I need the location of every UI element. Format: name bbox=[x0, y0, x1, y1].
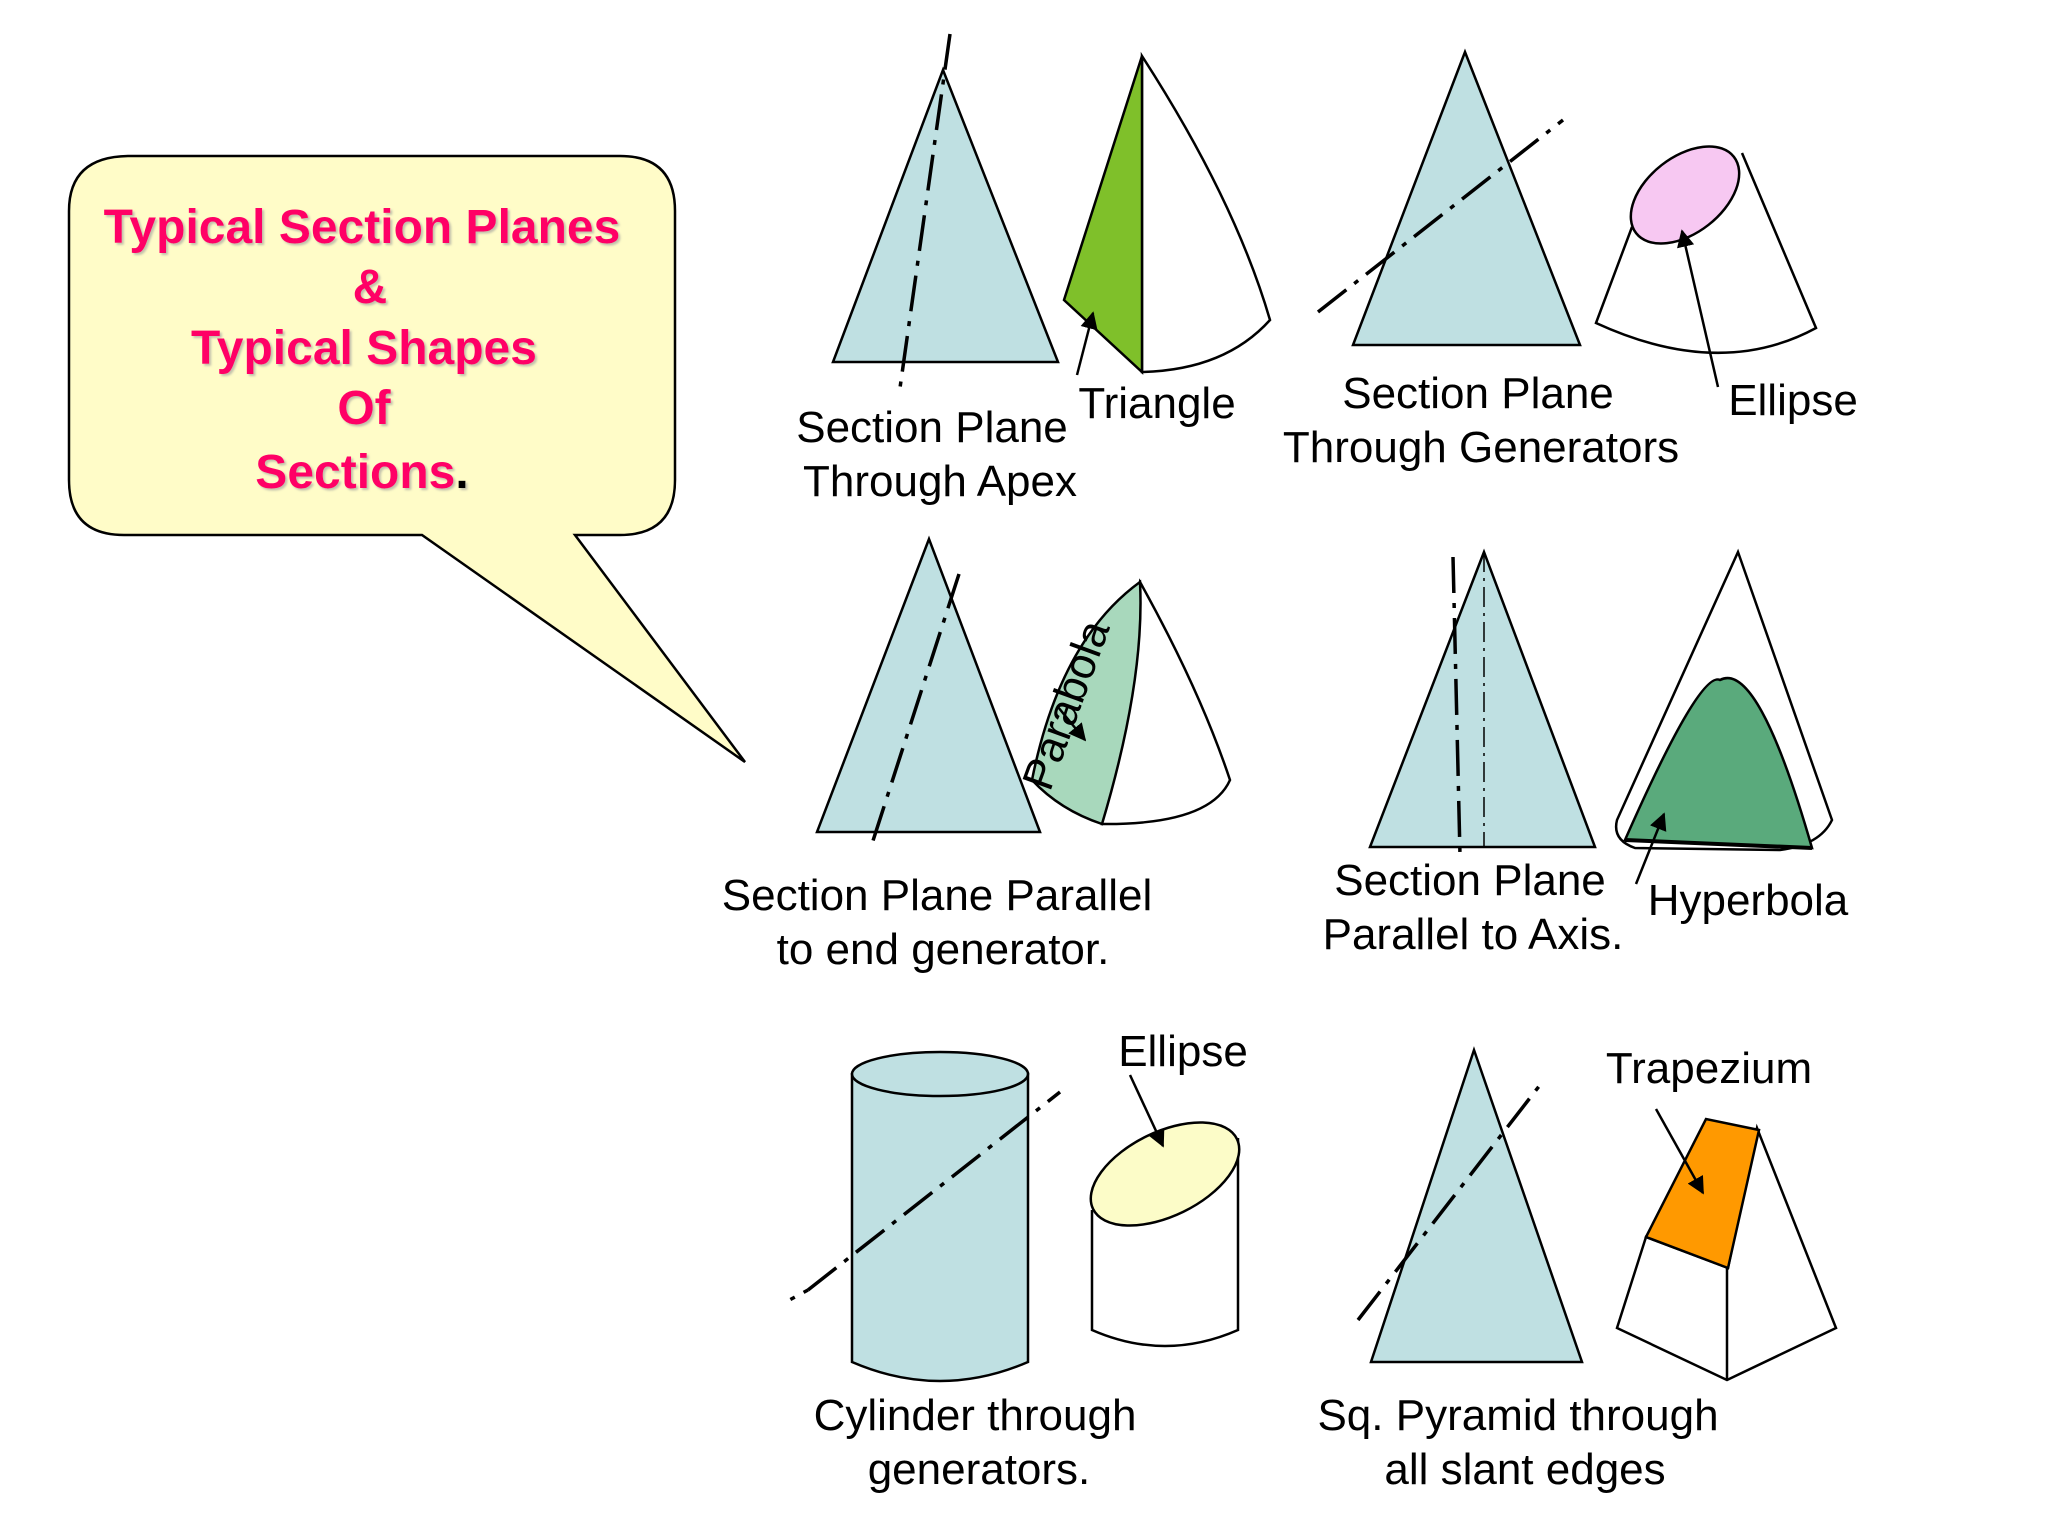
generators-caption-line-2: Through Generators bbox=[1283, 423, 1679, 472]
cylinder-ellipse-section bbox=[1089, 1121, 1241, 1227]
triangle-arrow bbox=[1075, 311, 1098, 376]
callout-title-line-5: Sections. bbox=[255, 446, 468, 499]
cylinder-elevation bbox=[850, 1072, 1030, 1383]
cylinder-caption-line-1: Cylinder through bbox=[814, 1391, 1137, 1440]
trapezium-arrow bbox=[1654, 1108, 1705, 1195]
pyramid-caption-line-1: Sq. Pyramid through bbox=[1317, 1391, 1718, 1440]
panel-section-parallel-end-generator: Parabola Section Plane Parallel to end g… bbox=[722, 535, 1232, 974]
axis-caption-line-1: Section Plane bbox=[1334, 856, 1606, 905]
hyperbola-base bbox=[1624, 838, 1813, 850]
callout: Typical Section Planes & Typical Shapes … bbox=[67, 154, 747, 764]
truncated-cone-body bbox=[1594, 152, 1818, 354]
trapezium-label: Trapezium bbox=[1606, 1044, 1812, 1093]
cone-elevation bbox=[1351, 48, 1582, 347]
callout-title-line-4: Of bbox=[337, 382, 391, 435]
axis-caption-line-2: Parallel to Axis. bbox=[1323, 910, 1624, 959]
callout-title-line-1: Typical Section Planes bbox=[104, 201, 621, 254]
apex-caption-line-1: Section Plane bbox=[796, 403, 1068, 452]
callout-title-line-3: Typical Shapes bbox=[191, 322, 537, 375]
panel-cylinder-through-generators: Ellipse Cylinder through generators. bbox=[781, 1027, 1248, 1494]
cone-outline bbox=[1614, 548, 1834, 852]
generators-caption-line-1: Section Plane bbox=[1342, 369, 1614, 418]
section-plane-line bbox=[806, 1090, 1062, 1292]
section-plane-tail bbox=[781, 1288, 809, 1306]
section-plane-line bbox=[1316, 118, 1565, 314]
end-generator-caption-line-2: to end generator. bbox=[777, 925, 1110, 974]
panel-section-parallel-axis: Hyperbola Section Plane Parallel to Axis… bbox=[1323, 548, 1849, 959]
ellipse-label: Ellipse bbox=[1728, 376, 1858, 425]
pyramid-elevation bbox=[1369, 1046, 1584, 1364]
hyperbola-label: Hyperbola bbox=[1648, 876, 1849, 925]
cone-elevation bbox=[831, 66, 1060, 364]
hyperbola-section bbox=[1623, 677, 1814, 850]
cylinder-top bbox=[850, 1050, 1030, 1098]
cylinder-ellipse-label: Ellipse bbox=[1118, 1027, 1248, 1076]
ellipse-section bbox=[1629, 145, 1741, 245]
cylinder-ellipse-arrow bbox=[1128, 1074, 1165, 1148]
parabola-arrow bbox=[1057, 706, 1087, 742]
callout-bubble bbox=[67, 154, 747, 764]
parabola-section bbox=[1030, 579, 1142, 826]
cone-elevation bbox=[1368, 548, 1597, 849]
cone-section-surface bbox=[1140, 51, 1272, 374]
end-generator-caption-line-1: Section Plane Parallel bbox=[722, 871, 1152, 920]
cut-cylinder-body bbox=[1090, 1138, 1240, 1348]
triangle-label: Triangle bbox=[1078, 379, 1235, 428]
callout-title-line-2: & bbox=[353, 261, 388, 314]
section-plane-line bbox=[868, 573, 961, 851]
pyramid-caption-line-2: all slant edges bbox=[1384, 1445, 1665, 1494]
cone-body bbox=[1100, 578, 1232, 826]
cone-elevation bbox=[815, 535, 1042, 834]
section-plane-line bbox=[1451, 556, 1462, 856]
panel-section-through-apex: Triangle Section Plane Through Apex bbox=[796, 33, 1272, 506]
trapezium-section bbox=[1644, 1117, 1761, 1270]
panel-pyramid-through-slant-edges: Trapezium Sq. Pyramid through all slant … bbox=[1317, 1044, 1838, 1494]
section-plane-line bbox=[1356, 1083, 1542, 1322]
ellipse-arrow bbox=[1677, 229, 1720, 388]
cylinder-caption-line-2: generators. bbox=[868, 1445, 1091, 1494]
panel-section-through-generators: Ellipse Section Plane Through Generators bbox=[1283, 48, 1858, 472]
triangle-section bbox=[1062, 55, 1144, 375]
apex-caption-line-2: Through Apex bbox=[803, 457, 1077, 506]
hyperbola-arrow bbox=[1634, 812, 1667, 885]
